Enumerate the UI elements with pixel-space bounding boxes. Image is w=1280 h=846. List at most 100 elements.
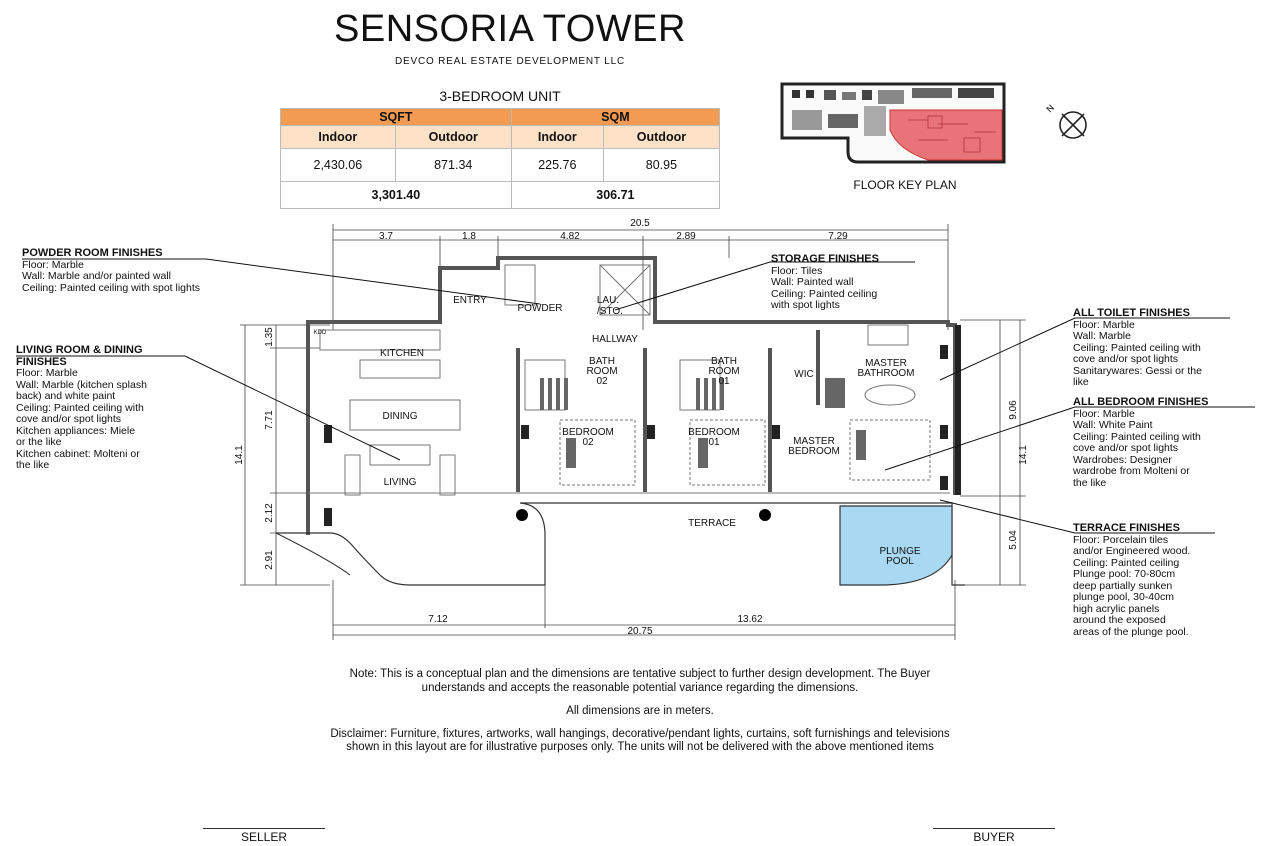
terrace-finishes: TERRACE FINISHES Floor: Porcelain tiles … bbox=[1073, 522, 1191, 638]
room-master-bed-line1: MASTER bbox=[793, 436, 835, 447]
north-arrow-icon: N bbox=[1044, 103, 1087, 139]
dim-top-1: 3.7 bbox=[379, 231, 393, 242]
room-bath02-line3: 02 bbox=[596, 376, 608, 387]
room-living: LIVING bbox=[384, 477, 417, 488]
room-sto: /STO. bbox=[597, 306, 623, 317]
room-kdd: KDD bbox=[314, 330, 327, 336]
sqm-outdoor-value: 80.95 bbox=[602, 148, 721, 182]
disclaimer-line-2: shown in this layout are for illustrativ… bbox=[346, 741, 934, 753]
powder-finish-line: Wall: Marble and/or painted wall bbox=[22, 270, 172, 282]
note-paragraph: Note: This is a conceptual plan and the … bbox=[0, 668, 1280, 680]
living-finish-line: Kitchen appliances: Miele bbox=[16, 424, 136, 437]
powder-finishes-title: POWDER ROOM FINISHES bbox=[22, 247, 163, 259]
storage-finish-line: with spot lights bbox=[771, 299, 840, 311]
room-bed02-line2: 02 bbox=[582, 437, 594, 448]
dim-top-2: 1.8 bbox=[462, 231, 476, 242]
storage-finishes-title: STORAGE FINISHES bbox=[771, 253, 879, 265]
terrace-finish-line: deep partially sunken bbox=[1073, 579, 1173, 592]
bedroom-finish-line: Floor: Marble bbox=[1073, 407, 1135, 420]
room-hallway: HALLWAY bbox=[592, 334, 638, 345]
buyer-label: BUYER bbox=[973, 830, 1015, 844]
storage-finishes: STORAGE FINISHES Floor: Tiles Wall: Pain… bbox=[771, 253, 879, 312]
room-master-bath-line2: BATHROOM bbox=[857, 368, 914, 379]
terrace-finish-line: and/or Engineered wood. bbox=[1073, 545, 1191, 557]
toilet-finish-line: like bbox=[1073, 376, 1089, 388]
room-terrace: TERRACE bbox=[688, 518, 736, 529]
terrace-finish-line: Floor: Porcelain tiles bbox=[1073, 533, 1169, 546]
toilet-finish-line: Floor: Marble bbox=[1073, 318, 1135, 331]
powder-room-finishes: POWDER ROOM FINISHES Floor: Marble Wall:… bbox=[22, 247, 200, 294]
disclaimer-line-1: Disclaimer: Furniture, fixtures, artwork… bbox=[330, 728, 950, 740]
room-bath02-line2: ROOM bbox=[586, 366, 617, 377]
sqft-indoor-value: 2,430.06 bbox=[280, 148, 396, 182]
sqm-header: SQM bbox=[510, 108, 721, 126]
dim-top-3: 4.82 bbox=[560, 231, 580, 242]
bedroom-finish-line: Wardrobes: Designer bbox=[1073, 453, 1172, 466]
dim-left-2: 7.71 bbox=[264, 410, 275, 430]
seller-signature-line bbox=[203, 828, 325, 829]
seller-label: SELLER bbox=[240, 830, 288, 844]
key-plan-label: FLOOR KEY PLAN bbox=[853, 178, 957, 192]
terrace-finish-line: Ceiling: Painted ceiling bbox=[1073, 556, 1180, 569]
sqm-total: 306.71 bbox=[510, 181, 721, 209]
bedroom-finish-line: Wall: White Paint bbox=[1073, 419, 1153, 431]
room-kitchen: KITCHEN bbox=[380, 348, 424, 359]
room-wic: WIC bbox=[794, 369, 813, 380]
toilet-finish-line: Ceiling: Painted ceiling with bbox=[1073, 341, 1201, 354]
unit-type: 3-BEDROOM UNIT bbox=[439, 88, 561, 104]
terrace-finish-line: Plunge pool: 70-80cm bbox=[1073, 568, 1176, 580]
room-bed01-line2: 01 bbox=[708, 437, 720, 448]
room-dining: DINING bbox=[383, 411, 418, 422]
room-master-bed-line2: BEDROOM bbox=[788, 446, 840, 457]
living-finish-line: cove and/or spot lights bbox=[16, 413, 122, 425]
floor-key-plan bbox=[780, 82, 1006, 164]
toilet-finish-line: Sanitarywares: Gessi or the bbox=[1073, 364, 1202, 377]
living-dining-finishes: LIVING ROOM & DINING FINISHES Floor: Mar… bbox=[16, 344, 147, 472]
room-bath01-line1: BATH bbox=[711, 356, 737, 367]
terrace-finishes-title: TERRACE FINISHES bbox=[1073, 522, 1180, 534]
sqft-total: 3,301.40 bbox=[280, 181, 512, 209]
dim-bottom-1: 7.12 bbox=[428, 614, 448, 625]
dim-right-1: 9.06 bbox=[1008, 400, 1019, 420]
dim-bottom-2: 13.62 bbox=[737, 614, 762, 625]
developer-name: DEVCO REAL ESTATE DEVELOPMENT LLC bbox=[395, 56, 625, 67]
compass-north-label: N bbox=[1044, 103, 1056, 115]
terrace-finish-line: areas of the plunge pool. bbox=[1073, 625, 1189, 638]
sqft-outdoor-header: Outdoor bbox=[394, 125, 512, 149]
room-entry: ENTRY bbox=[453, 295, 487, 306]
dim-left-total: 14.1 bbox=[234, 445, 245, 465]
dim-bottom-total: 20.75 bbox=[627, 626, 652, 637]
area-table: SQFT SQM Indoor Outdoor Indoor Outdoor 2… bbox=[280, 108, 721, 209]
sqft-outdoor-value: 871.34 bbox=[394, 148, 512, 182]
bedroom-finish-line: the like bbox=[1073, 476, 1107, 489]
dim-right-2: 5.04 bbox=[1008, 530, 1019, 550]
toilet-finishes-title: ALL TOILET FINISHES bbox=[1073, 307, 1190, 319]
living-finishes-title: LIVING ROOM & DINING bbox=[16, 344, 143, 356]
storage-finish-line: Wall: Painted wall bbox=[771, 276, 854, 288]
room-powder: POWDER bbox=[518, 303, 563, 314]
terrace-finish-line: plunge pool, 30-40cm bbox=[1073, 591, 1174, 603]
room-bath01-line3: 01 bbox=[718, 376, 730, 387]
terrace-finish-line: around the exposed bbox=[1073, 614, 1166, 626]
room-lau: LAU. bbox=[597, 295, 619, 306]
buyer-signature-line bbox=[933, 828, 1055, 829]
bedroom-finish-line: cove and/or spot lights bbox=[1073, 442, 1179, 454]
room-bed01-line1: BEDROOM bbox=[688, 427, 740, 438]
room-pool-line1: PLUNGE bbox=[879, 546, 920, 557]
sqm-outdoor-header: Outdoor bbox=[602, 125, 721, 149]
living-finish-line: Wall: Marble (kitchen splash bbox=[16, 378, 147, 391]
sqm-indoor-value: 225.76 bbox=[510, 148, 604, 182]
storage-finish-line: Ceiling: Painted ceiling bbox=[771, 287, 878, 300]
plunge-pool bbox=[839, 505, 953, 586]
room-pool-line2: POOL bbox=[886, 556, 914, 567]
bedroom-finishes-title: ALL BEDROOM FINISHES bbox=[1073, 396, 1209, 408]
document-title: SENSORIA TOWER bbox=[334, 8, 686, 50]
dim-left-1: 1.35 bbox=[264, 327, 275, 347]
room-bath01-line2: ROOM bbox=[708, 366, 739, 377]
dim-top-4: 2.89 bbox=[676, 231, 696, 242]
note-line-1: This is a conceptual plan and the dimens… bbox=[377, 668, 931, 680]
room-bath02-line1: BATH bbox=[589, 356, 615, 367]
toilet-finish-line: cove and/or spot lights bbox=[1073, 353, 1179, 365]
living-finish-line: the like bbox=[16, 459, 50, 471]
dim-left-4: 2.91 bbox=[264, 550, 275, 570]
